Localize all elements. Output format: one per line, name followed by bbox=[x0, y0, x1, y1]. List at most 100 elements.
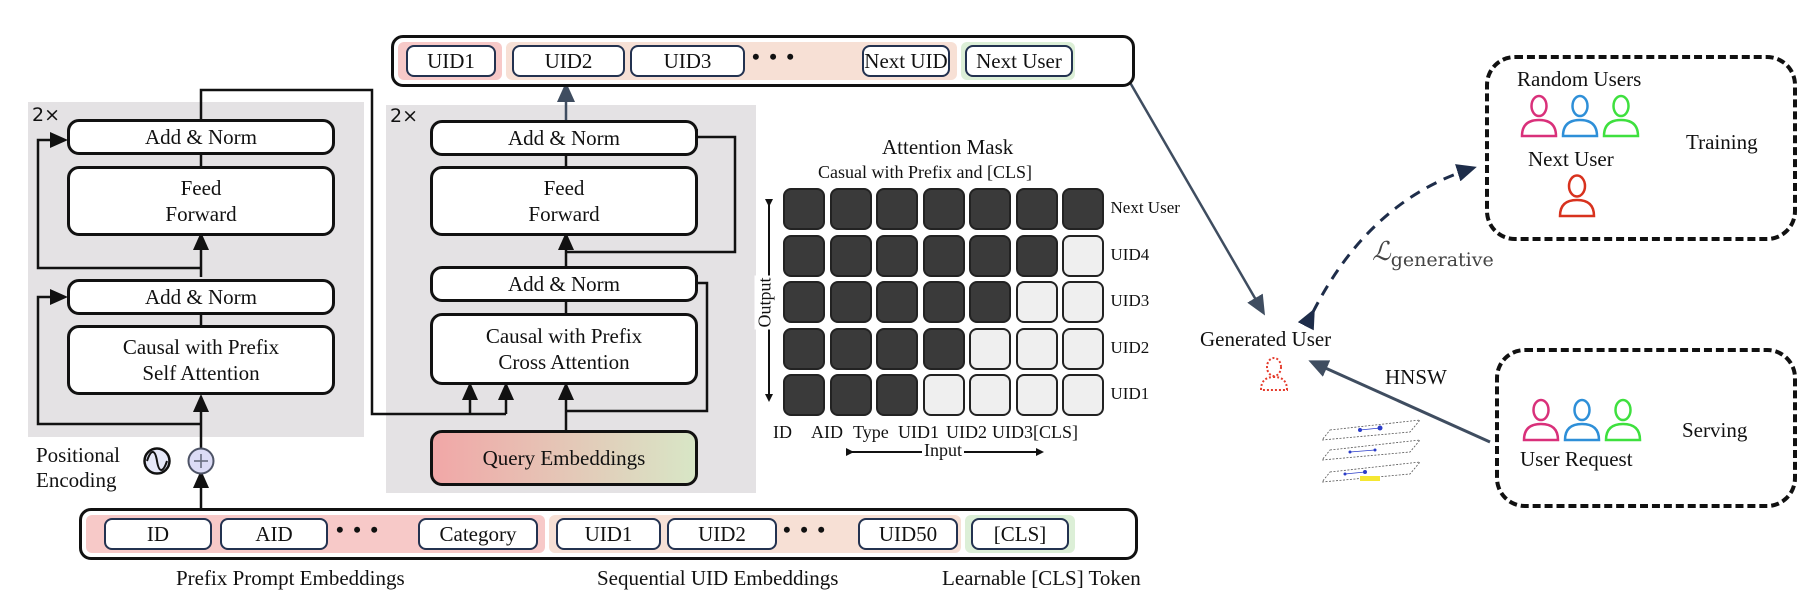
add-icon bbox=[187, 447, 215, 475]
mask-column-label: UID2 bbox=[946, 421, 987, 442]
input-token-category: Category bbox=[418, 518, 538, 550]
mask-cell bbox=[1062, 374, 1104, 416]
input-token-id: ID bbox=[104, 518, 212, 550]
mask-cell bbox=[922, 327, 965, 370]
mask-cell bbox=[1062, 234, 1104, 277]
mask-cell bbox=[969, 188, 1011, 230]
mask-cell bbox=[1015, 281, 1058, 323]
mask-column-label: AID bbox=[811, 421, 843, 442]
positional-encoding-label: Positional Encoding bbox=[36, 443, 121, 493]
hnsw-graph-icon bbox=[1321, 419, 1421, 483]
next-user-label: Next User bbox=[1528, 147, 1614, 171]
mask-cell bbox=[1015, 188, 1058, 230]
output-token-next-uid: Next UID bbox=[862, 45, 950, 77]
generated-user-icon bbox=[1259, 357, 1289, 391]
prefix-prompt-caption: Prefix Prompt Embeddings bbox=[176, 566, 405, 590]
mask-cell bbox=[969, 327, 1011, 370]
attention-mask-y-axis-label: Output bbox=[754, 275, 776, 330]
output-token-bar: UID1 UID2 UID3 • • • Next UID Next User bbox=[391, 35, 1135, 87]
next-user-icon bbox=[1558, 174, 1596, 218]
mask-row-label: UID2 bbox=[1110, 337, 1150, 357]
output-token-uid3: UID3 bbox=[630, 45, 745, 77]
attention-mask-title: Attention Mask bbox=[882, 135, 1014, 159]
random-users-icons bbox=[1520, 94, 1650, 138]
mask-cell bbox=[876, 374, 918, 416]
mask-cell bbox=[1015, 374, 1058, 416]
mask-column-label: ID bbox=[773, 421, 792, 442]
mask-cell bbox=[783, 327, 825, 370]
input-sequential-ellipsis: • • • bbox=[783, 517, 828, 542]
mask-cell bbox=[876, 188, 918, 230]
mask-cell bbox=[829, 281, 872, 323]
input-token-uid50: UID50 bbox=[858, 518, 958, 550]
mask-column-label: UID3 bbox=[992, 421, 1033, 442]
query-embeddings: Query Embeddings bbox=[430, 430, 698, 486]
mask-row-label: UID3 bbox=[1110, 291, 1150, 310]
mask-row-label: UID1 bbox=[1110, 384, 1150, 403]
mask-cell bbox=[969, 234, 1011, 277]
mask-column-label: [CLS] bbox=[1033, 421, 1078, 442]
mask-cell bbox=[829, 374, 872, 416]
user-icon bbox=[1602, 94, 1640, 138]
random-users-label: Random Users bbox=[1517, 67, 1642, 91]
input-token-uid1: UID1 bbox=[556, 518, 661, 550]
encoder-self-attention: Causal with Prefix Self Attention bbox=[67, 325, 335, 395]
mask-column-label: Type bbox=[853, 421, 889, 442]
loss-subscript: generative bbox=[1390, 249, 1494, 272]
output-token-uid1: UID1 bbox=[406, 45, 496, 77]
user-icon bbox=[1561, 94, 1599, 138]
mask-cell bbox=[1062, 188, 1104, 230]
output-token-next-user: Next User bbox=[965, 45, 1073, 77]
input-prefix-ellipsis: • • • bbox=[336, 517, 381, 542]
decoder-cross-attention: Causal with Prefix Cross Attention bbox=[430, 313, 698, 385]
mask-column-label: UID1 bbox=[898, 421, 939, 442]
mask-cell bbox=[922, 234, 965, 277]
mask-cell bbox=[969, 281, 1011, 323]
input-token-cls: [CLS] bbox=[971, 518, 1069, 550]
mask-cell bbox=[1062, 327, 1104, 370]
encoder-add-norm-top: Add & Norm bbox=[67, 119, 335, 155]
cls-token-caption: Learnable [CLS] Token bbox=[942, 566, 1141, 590]
mask-cell bbox=[922, 188, 965, 230]
serving-label: Serving bbox=[1682, 418, 1748, 442]
mask-cell bbox=[922, 374, 965, 416]
attention-mask-x-axis-label: Input bbox=[922, 440, 964, 461]
mask-cell bbox=[829, 234, 872, 277]
mask-cell bbox=[876, 327, 918, 370]
input-token-aid: AID bbox=[220, 518, 328, 550]
decoder-feed-forward: Feed Forward bbox=[430, 166, 698, 236]
mask-cell bbox=[1015, 327, 1058, 370]
training-label: Training bbox=[1686, 130, 1758, 154]
mask-cell bbox=[783, 374, 825, 416]
sequential-uid-caption: Sequential UID Embeddings bbox=[597, 566, 839, 590]
mask-cell bbox=[829, 327, 872, 370]
mask-cell bbox=[922, 281, 965, 323]
user-icon bbox=[1522, 398, 1560, 442]
mask-row-label: Next User bbox=[1110, 198, 1180, 217]
user-request-icons bbox=[1522, 398, 1652, 442]
encoder-repeat-label: 2× bbox=[32, 104, 61, 126]
mask-cell bbox=[829, 188, 872, 230]
mask-cell bbox=[783, 188, 825, 230]
user-icon bbox=[1563, 398, 1601, 442]
generated-user-label: Generated User bbox=[1200, 327, 1332, 351]
encoder-add-norm-bottom: Add & Norm bbox=[67, 279, 335, 315]
loss-label: ℒgenerative bbox=[1372, 237, 1494, 271]
attention-mask-subtitle: Casual with Prefix and [CLS] bbox=[818, 162, 1032, 182]
serving-box bbox=[1495, 348, 1797, 508]
mask-row-label: UID4 bbox=[1110, 244, 1150, 264]
user-request-label: User Request bbox=[1520, 447, 1633, 471]
input-token-uid2: UID2 bbox=[667, 518, 777, 550]
mask-cell bbox=[1015, 234, 1058, 277]
mask-cell bbox=[969, 374, 1011, 416]
hnsw-label: HNSW bbox=[1385, 365, 1447, 389]
sine-wave-icon bbox=[143, 447, 171, 475]
encoder-feed-forward: Feed Forward bbox=[67, 166, 335, 236]
input-token-bar: ID AID • • • Category UID1 UID2 • • • UI… bbox=[79, 508, 1138, 560]
mask-cell bbox=[876, 234, 918, 277]
training-box bbox=[1485, 55, 1797, 241]
mask-cell bbox=[783, 281, 825, 323]
decoder-add-norm-bottom: Add & Norm bbox=[430, 266, 698, 302]
output-ellipsis: • • • bbox=[752, 44, 797, 69]
